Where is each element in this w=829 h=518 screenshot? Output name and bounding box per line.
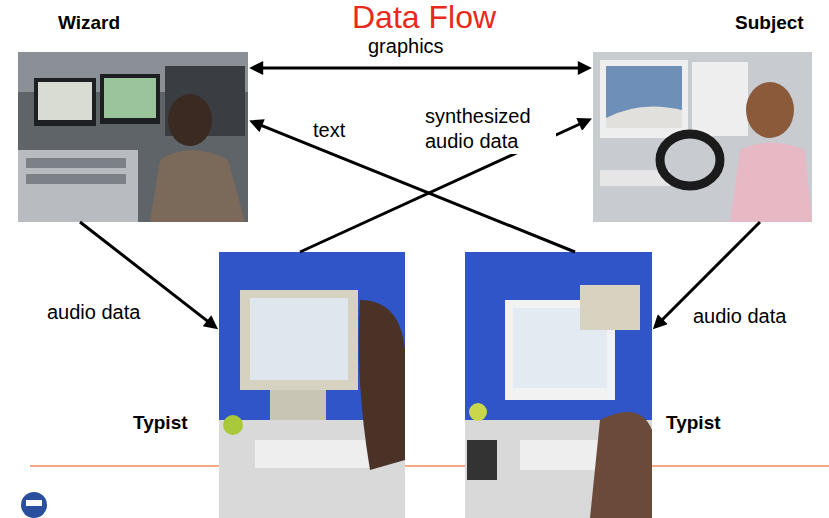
node-label: Typist [133,412,188,435]
photo-node: Typist [465,252,652,518]
fruit [469,403,487,421]
edge-label: synthesized audio data [422,104,556,154]
screen [606,66,682,128]
photo-node: Subject [593,52,812,222]
apple [223,415,243,435]
subject-photo [593,52,812,222]
divider-line [30,465,829,467]
mixer-row [26,174,126,184]
wizard-photo [18,52,248,222]
photo-node: Wizard [18,52,248,222]
mixer-row [26,158,126,168]
node-label: Wizard [58,12,120,35]
slide-title: Data Flow [352,0,496,35]
logo [21,492,47,518]
hair [590,412,652,518]
edge-label: text [310,118,348,143]
steering-wheel [660,134,720,186]
edge-label: graphics [365,34,447,59]
photo-ground [219,252,405,518]
photo-ground [18,52,248,222]
logo-mark [26,500,42,506]
photo-ground [465,252,652,518]
mixer-desk [18,150,138,222]
screen [104,78,156,118]
screen [38,82,92,120]
edge-label: audio data [44,300,143,325]
flow-arrow [258,67,584,70]
typist-photo [465,252,652,518]
sweater [150,150,245,222]
photo-node: Typist [219,252,405,518]
monitor [240,290,358,390]
back-monitor [580,285,640,330]
screen [250,298,348,380]
head [746,82,794,138]
keyboard [255,440,375,468]
node-label: Typist [666,412,721,435]
monitor [692,62,748,136]
shirt [730,143,812,223]
photo-ground [593,52,812,222]
phone [467,440,497,480]
node-label: Subject [735,12,804,35]
monitor-stand [270,390,326,420]
hair [359,300,405,470]
road [606,106,682,128]
edge-label: audio data [690,304,789,329]
monitor [600,60,688,138]
head [168,94,212,146]
typist-photo [219,252,405,518]
monitor [100,74,160,124]
monitor [34,78,96,126]
